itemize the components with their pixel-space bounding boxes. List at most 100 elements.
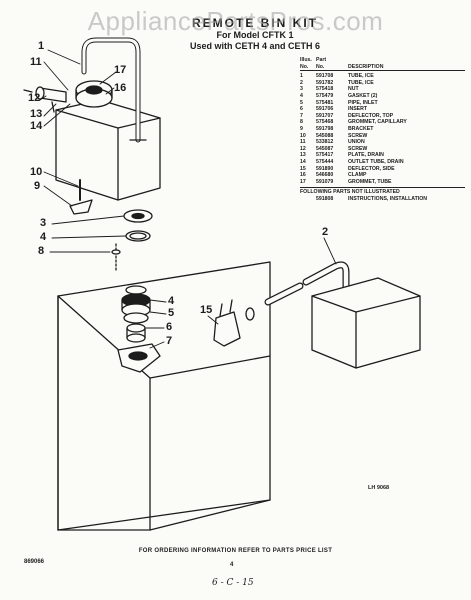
callout-14: 14 bbox=[30, 120, 43, 132]
not-illustrated-label: FOLLOWING PARTS NOT ILLUSTRATED bbox=[300, 187, 465, 196]
illus-no: 4 bbox=[300, 92, 303, 99]
callout-11: 11 bbox=[30, 56, 42, 68]
parts-row: 13 575417 PLATE, DRAIN bbox=[300, 152, 465, 159]
illus-no: 1 bbox=[300, 73, 303, 80]
parts-row: 10 545088 SCREW bbox=[300, 133, 465, 140]
part-description: GASKET (2) bbox=[348, 92, 378, 99]
illus-no: 13 bbox=[300, 152, 306, 159]
illus-no: 6 bbox=[300, 106, 303, 113]
callout-13: 13 bbox=[30, 108, 43, 120]
part-description: DEFLECTOR, SIDE bbox=[348, 165, 395, 172]
part-no: 591782 bbox=[316, 79, 334, 86]
remote-bin bbox=[311, 277, 421, 369]
parts-list-header: Illus. Part No. No. DESCRIPTION bbox=[300, 57, 465, 72]
illus-no: 14 bbox=[300, 158, 306, 165]
illus-no: 3 bbox=[300, 86, 303, 93]
part-description: NUT bbox=[348, 86, 359, 93]
bracket-and-screw bbox=[69, 179, 93, 215]
grommet-clamp-assembly bbox=[75, 80, 113, 108]
callout-4-lower: 4 bbox=[168, 295, 175, 307]
part-description: UNION bbox=[348, 139, 365, 146]
part-no: 575481 bbox=[316, 99, 334, 106]
side-deflector bbox=[213, 299, 241, 347]
title-block: REMOTE BIN KIT For Model CFTK 1 Used wit… bbox=[140, 16, 370, 52]
drain-fittings bbox=[23, 86, 67, 113]
illus-header-top: Illus. bbox=[300, 57, 312, 63]
kit-title: REMOTE BIN KIT bbox=[192, 16, 318, 30]
model-line: For Model CFTK 1 bbox=[216, 30, 294, 40]
ordering-note: FOR ORDERING INFORMATION REFER TO PARTS … bbox=[138, 548, 333, 554]
part-no: 575444 bbox=[316, 158, 334, 165]
callout-10: 10 bbox=[30, 166, 43, 178]
parts-row: 12 545087 SCREW bbox=[300, 146, 465, 153]
part-description: CLAMP bbox=[348, 172, 367, 179]
illus-no: 8 bbox=[300, 119, 303, 126]
callout-9: 9 bbox=[34, 180, 41, 192]
part-description: PLATE, DRAIN bbox=[348, 152, 384, 159]
upper-bin bbox=[55, 99, 161, 201]
illus-no: 15 bbox=[300, 165, 306, 172]
part-description: TUBE, ICE bbox=[348, 73, 374, 80]
top-deflector bbox=[117, 343, 161, 373]
callout-7: 7 bbox=[166, 335, 173, 347]
part-no: 575468 bbox=[316, 119, 334, 126]
illus-no: 16 bbox=[300, 172, 306, 179]
handwritten-date: 6 - C - 15 bbox=[212, 578, 254, 588]
parts-row: 2 591782 TUBE, ICE bbox=[300, 80, 465, 87]
illus-no: 10 bbox=[300, 132, 306, 139]
callout-8: 8 bbox=[38, 245, 45, 257]
part-description: BRACKET bbox=[348, 125, 374, 132]
parts-row: 9 591798 BRACKET bbox=[300, 126, 465, 133]
part-description: SCREW bbox=[348, 145, 368, 152]
part-description: INSTRUCTIONS, INSTALLATION bbox=[348, 195, 428, 202]
inlet-pipe-assembly bbox=[121, 285, 151, 343]
part-no: 591079 bbox=[316, 178, 334, 185]
illus-no: 7 bbox=[300, 112, 303, 119]
art-number: LH 9068 bbox=[368, 485, 390, 491]
callout-15: 15 bbox=[200, 304, 213, 316]
part-header-bottom: No. bbox=[316, 63, 325, 70]
part-description: GROMMET, TUBE bbox=[348, 178, 392, 185]
parts-row: 16 546680 CLAMP bbox=[300, 172, 465, 179]
ice-tube-2 bbox=[245, 261, 350, 321]
part-description: TUBE, ICE bbox=[348, 79, 374, 86]
page-number: 4 bbox=[230, 562, 234, 568]
callout-3: 3 bbox=[40, 217, 47, 229]
illus-no: 2 bbox=[300, 79, 303, 86]
callout-16: 16 bbox=[114, 82, 127, 94]
illus-header-bottom: No. bbox=[300, 63, 309, 70]
part-no: 591708 bbox=[316, 73, 334, 80]
part-no: 545087 bbox=[316, 145, 334, 152]
nut-and-gasket-upper bbox=[123, 209, 153, 242]
part-description: DEFLECTOR, TOP bbox=[348, 112, 394, 119]
part-description: GROMMET, CAPILLARY bbox=[348, 119, 407, 126]
part-no: 591798 bbox=[316, 125, 334, 132]
part-description: SCREW bbox=[348, 132, 368, 139]
parts-row: 3 575418 NUT bbox=[300, 86, 465, 93]
part-header-top: Part bbox=[316, 57, 327, 63]
illus-no: 9 bbox=[300, 125, 303, 132]
part-no: 575418 bbox=[316, 86, 334, 93]
part-no: 545088 bbox=[316, 132, 334, 139]
illus-no: 12 bbox=[300, 145, 306, 152]
callout-12: 12 bbox=[28, 92, 41, 104]
leader-lines bbox=[39, 49, 337, 349]
part-no: 533812 bbox=[316, 139, 334, 146]
part-no: 546680 bbox=[316, 172, 334, 179]
callout-2: 2 bbox=[322, 226, 329, 238]
capillary-grommet bbox=[111, 243, 121, 273]
used-with-line: Used with CETH 4 and CETH 6 bbox=[189, 41, 321, 51]
part-no: 591706 bbox=[316, 106, 334, 113]
part-no: 575417 bbox=[316, 152, 334, 159]
callout-17: 17 bbox=[114, 64, 127, 76]
parts-row: 8 575468 GROMMET, CAPILLARY bbox=[300, 119, 465, 126]
